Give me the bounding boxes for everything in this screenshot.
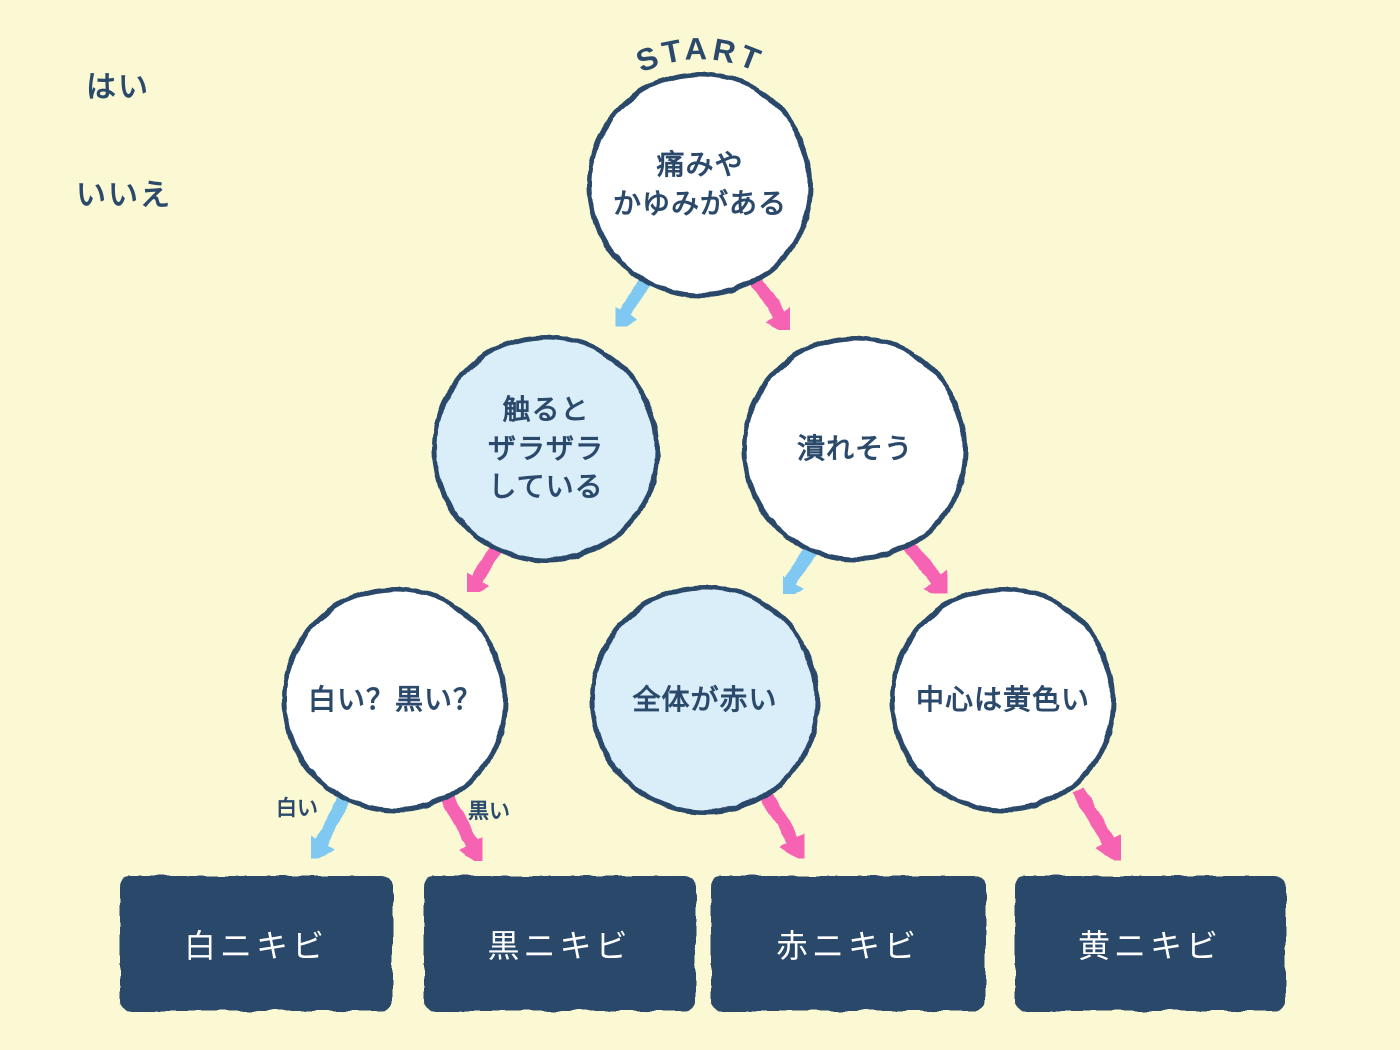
node-text-line: ザラザラ — [487, 432, 604, 464]
edge-label-black: 黒い — [468, 800, 510, 823]
node-text-line: かゆみがある — [612, 188, 787, 219]
edge-label-white: 白い — [276, 797, 318, 820]
node-text-line: 中心は黄色い — [915, 683, 1090, 715]
result-box-yellow-acne: 黄ニキビ — [1015, 876, 1285, 1011]
result-box-white-acne-rect — [120, 876, 392, 1011]
node-rough-touch: 触ると ザラザラ している — [432, 335, 660, 563]
node-center-yellow: 中心は黄色い — [890, 587, 1116, 813]
node-center-yellow-circle — [890, 587, 1116, 813]
node-white-or-black-circle — [282, 587, 508, 813]
node-pain-itch: 痛みや かゆみがある — [587, 72, 813, 298]
node-all-red-circle — [590, 585, 820, 815]
node-about-to-pop-label: 潰れそう — [797, 430, 913, 469]
node-text-line: 白い？黒い？ — [307, 683, 482, 715]
result-box-yellow-acne-label: 黄ニキビ — [1077, 927, 1222, 964]
result-box-white-acne: 白ニキビ — [120, 876, 392, 1011]
node-white-or-black: 白い？黒い？ — [282, 587, 508, 813]
result-box-black-acne: 黒ニキビ — [424, 876, 695, 1011]
node-about-to-pop: 潰れそう — [742, 336, 968, 562]
node-text-line: 痛みや — [656, 149, 744, 181]
node-white-or-black-label: 白い？黒い？ — [308, 681, 482, 720]
result-box-red-acne-label: 赤ニキビ — [775, 927, 920, 964]
node-about-to-pop-circle — [742, 336, 968, 562]
node-all-red-label: 全体が赤い — [632, 681, 777, 720]
result-box-red-acne-rect — [711, 876, 985, 1011]
node-rough-touch-label: 触ると ザラザラ している — [488, 391, 604, 507]
legend-no-label: いいえ — [76, 179, 172, 212]
node-all-red: 全体が赤い — [590, 585, 820, 815]
node-text-line: している — [488, 471, 604, 503]
legend-yes-label: はい — [86, 71, 150, 104]
node-text-line: 触ると — [502, 394, 590, 426]
node-rough-touch-circle — [432, 335, 660, 563]
node-text-line: 全体が赤い — [632, 683, 778, 715]
result-box-yellow-acne-rect — [1015, 876, 1285, 1011]
node-center-yellow-label: 中心は黄色い — [916, 681, 1090, 720]
result-box-white-acne-label: 白ニキビ — [183, 927, 328, 964]
result-box-black-acne-label: 黒ニキビ — [487, 927, 632, 964]
result-box-black-acne-rect — [424, 876, 695, 1011]
node-pain-itch-label: 痛みや かゆみがある — [613, 146, 787, 223]
node-pain-itch-circle — [587, 72, 813, 298]
result-box-red-acne: 赤ニキビ — [711, 876, 985, 1011]
node-text-line: 潰れそう — [796, 432, 913, 464]
